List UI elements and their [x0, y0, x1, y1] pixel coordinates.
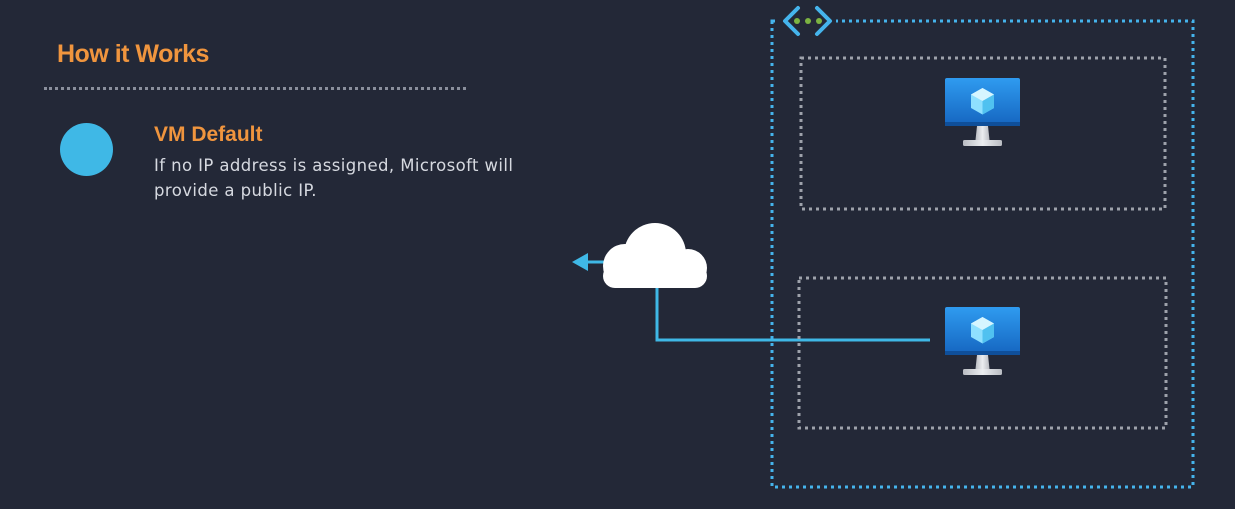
- virtual-machine-icon: [945, 307, 1020, 375]
- page-title: How it Works: [57, 40, 209, 68]
- bullet-dot: [60, 123, 113, 176]
- subnet-box: [797, 276, 1168, 430]
- subnet-box: [799, 56, 1167, 211]
- item-heading: VM Default: [154, 123, 263, 146]
- item-description: If no IP address is assigned, Microsoft …: [154, 156, 514, 200]
- title-divider: [44, 87, 466, 90]
- virtual-machine-icon: [945, 78, 1020, 146]
- connection-line: [655, 283, 930, 342]
- arrow-left-icon: [572, 253, 608, 271]
- virtual-network-icon: [778, 6, 836, 38]
- cloud-icon: [603, 223, 707, 288]
- virtual-network-boundary: [770, 19, 1195, 489]
